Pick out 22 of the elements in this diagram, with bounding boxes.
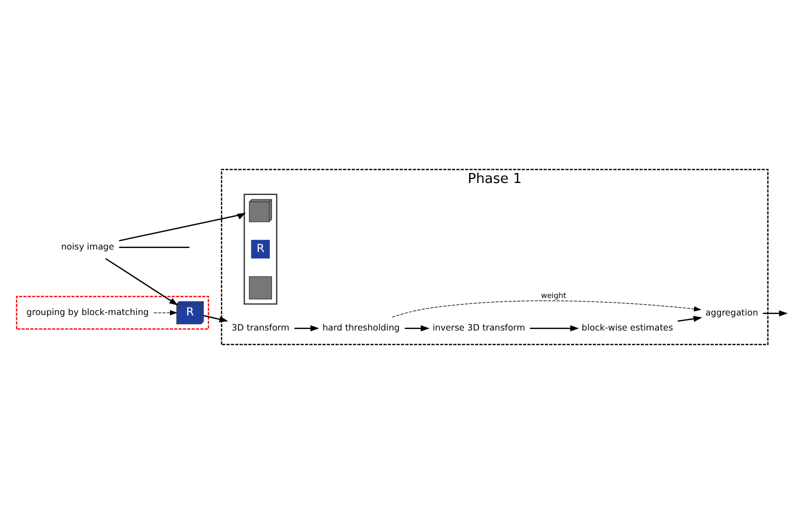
arrow (105, 258, 178, 305)
arrow (118, 212, 246, 241)
arrow (404, 324, 430, 331)
arrow (203, 314, 228, 322)
node-text: inverse 3D transform (432, 323, 526, 334)
node-text: noisy image (61, 242, 114, 252)
node-text: hard thresholding (322, 323, 400, 334)
cluster (244, 193, 278, 304)
connector (119, 246, 190, 248)
arrow (392, 300, 702, 317)
node-text: block-wise estimates (582, 323, 674, 334)
arrow (678, 315, 702, 322)
cluster (16, 295, 210, 330)
node-text: grouping by block-matching (26, 308, 149, 318)
arrow (294, 324, 320, 331)
node-text: aggregation (705, 308, 758, 318)
arrow (530, 324, 579, 331)
arrow (153, 310, 178, 315)
arrow (762, 310, 788, 316)
node-box: R (251, 239, 270, 258)
node-box (248, 276, 272, 299)
node-text: 3D transform (232, 323, 290, 334)
